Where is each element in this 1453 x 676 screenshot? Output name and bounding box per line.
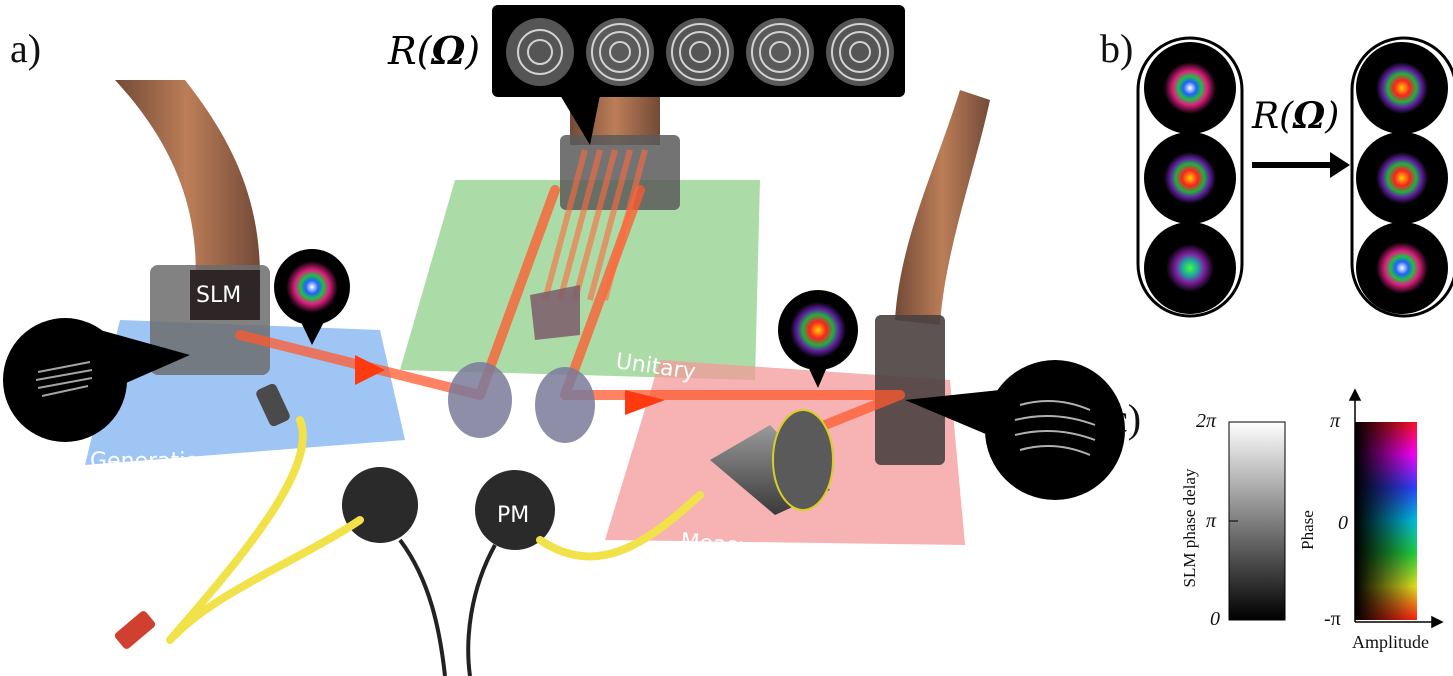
slm-tick-bottom: 0 <box>1210 608 1220 630</box>
slm-screen-left <box>190 270 260 320</box>
slm-tick-mid: π <box>1206 510 1217 532</box>
operator-omega: Ω <box>431 28 466 73</box>
callout-right <box>985 360 1125 500</box>
operator-label-b: R(Ω) <box>1252 95 1339 137</box>
lens-cone-right <box>625 390 665 415</box>
interference-fringes-left <box>35 361 93 397</box>
arrow-transform <box>1252 152 1350 178</box>
phase-mask-tail <box>560 95 600 145</box>
operator-b-omega: Ω <box>1293 95 1326 137</box>
slm-label: SLM <box>196 283 241 308</box>
phase-tick-top: π <box>1330 410 1341 432</box>
collimator-face <box>772 409 834 511</box>
fiber-connector-left <box>256 383 290 427</box>
phase-mask-2 <box>586 18 654 86</box>
mirror-right <box>535 367 595 443</box>
operator-label-top: R(Ω) <box>388 28 480 73</box>
phase-colorbar <box>1355 422 1417 620</box>
ribbon-cable-left <box>115 80 261 290</box>
fibers-black <box>398 538 497 676</box>
ribbon-cable-right <box>895 90 990 325</box>
operator-close: ) <box>465 29 481 73</box>
phase-tick-bottom: -π <box>1324 608 1341 630</box>
callout-tail-right <box>905 390 1000 440</box>
slm-holder-right <box>875 315 945 465</box>
interference-fringes-right <box>1014 400 1096 456</box>
operator-r: R( <box>388 29 432 73</box>
phase-masks <box>506 18 894 86</box>
mode-callout-tail-generation <box>300 320 325 345</box>
phase-mask-4 <box>746 18 814 86</box>
amplitude-label: Amplitude <box>1352 632 1429 652</box>
generation-label: Generation <box>90 449 213 474</box>
operator-b-r: R( <box>1252 96 1294 137</box>
phase-mask-3 <box>666 18 734 86</box>
laser-end <box>114 611 156 649</box>
input-mode-stack <box>1136 36 1244 318</box>
operator-b-close: ) <box>1325 96 1340 137</box>
phase-tick-mid: 0 <box>1338 512 1348 534</box>
panel-label-a: a) <box>10 26 42 71</box>
power-meter-right <box>475 470 555 550</box>
fibers-yellow <box>166 416 704 644</box>
mode-measurement <box>790 302 846 358</box>
phase-mask-1 <box>506 18 574 86</box>
mode-generation <box>286 261 338 313</box>
slm-tick-top: 2π <box>1196 410 1217 432</box>
callout-left <box>3 318 127 442</box>
pm-label: PM <box>497 503 529 528</box>
slm-colorbar-title: SLM phase delay <box>1180 468 1199 588</box>
unitary-beams <box>542 149 648 301</box>
lens-cone-left <box>355 355 385 385</box>
mirror-left <box>448 362 512 438</box>
panel-label-b: b) <box>1100 26 1134 71</box>
prism <box>530 285 580 340</box>
output-mode-stack <box>1350 36 1453 318</box>
phase-mask-5 <box>826 18 894 86</box>
phase-axes <box>1348 388 1444 629</box>
power-meter-left <box>342 467 418 543</box>
phase-colorbar-title: Phase <box>1298 510 1317 550</box>
